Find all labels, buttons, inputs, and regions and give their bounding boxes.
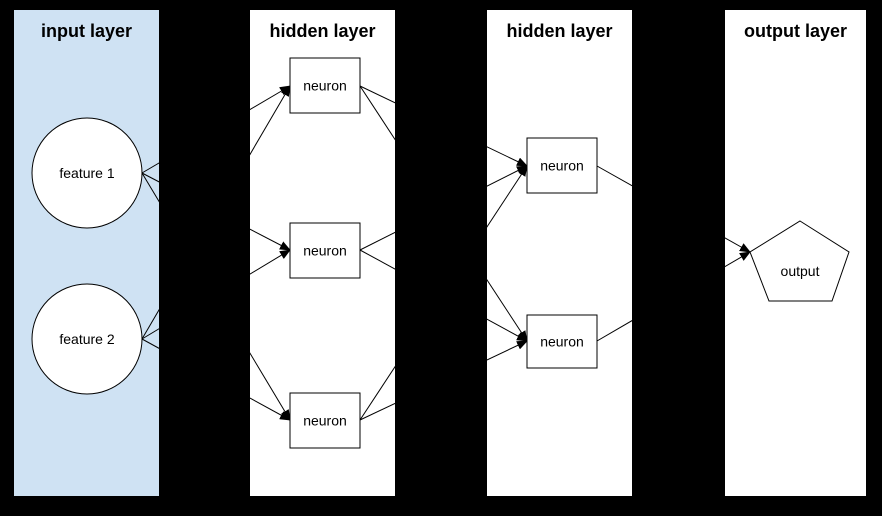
layer-panel-hidden2	[487, 10, 632, 496]
node-label-feature2: feature 2	[59, 331, 114, 347]
node-label-feature1: feature 1	[59, 165, 114, 181]
node-label-output1: output	[781, 263, 820, 279]
node-label-neuron3: neuron	[303, 413, 347, 429]
layer-title-input: input layer	[41, 21, 132, 41]
node-feature1	[31, 117, 143, 229]
layer-title-hidden1-1: hidden layer	[269, 21, 375, 41]
node-neuron5	[526, 314, 598, 369]
node-label-neuron1: neuron	[303, 78, 347, 94]
node-neuron2	[289, 222, 361, 279]
node-label-neuron4: neuron	[540, 158, 584, 174]
node-feature2	[31, 283, 143, 395]
node-neuron3	[289, 392, 361, 449]
node-label-neuron5: neuron	[540, 334, 584, 350]
layer-title-output: output layer	[744, 21, 847, 41]
node-neuron1	[289, 57, 361, 114]
layer-panel-input	[14, 10, 159, 496]
node-label-neuron2: neuron	[303, 243, 347, 259]
node-neuron4	[526, 137, 598, 194]
node-output1	[749, 220, 850, 302]
layer-title-hidden2-2: hidden layer	[506, 21, 612, 41]
